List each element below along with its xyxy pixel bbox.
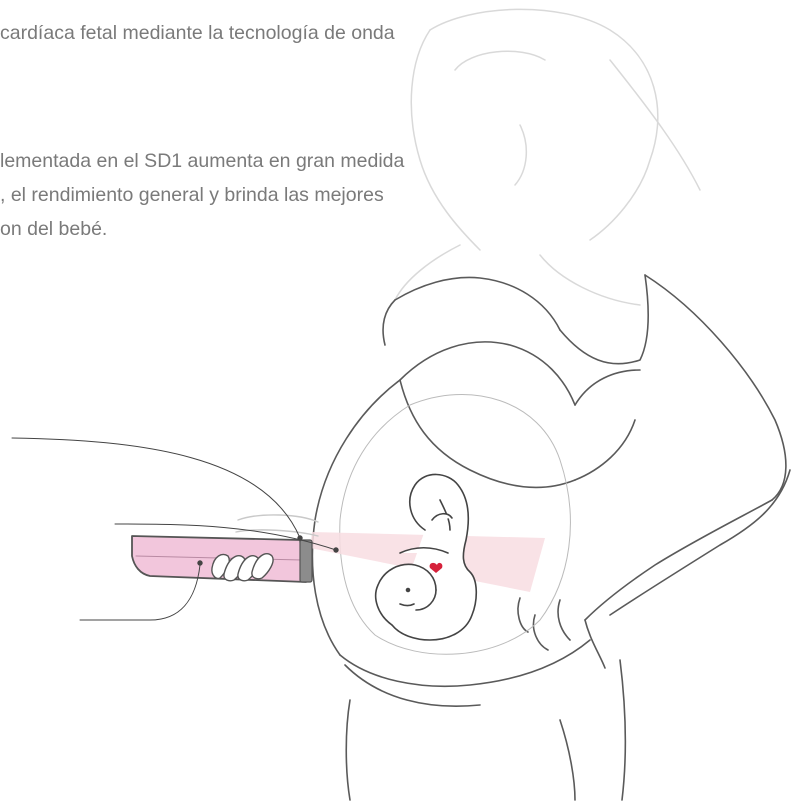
hand-fingers xyxy=(212,554,273,581)
hand-outline xyxy=(236,515,318,536)
upper-body-outline xyxy=(395,9,700,305)
callout-lines xyxy=(12,438,338,620)
